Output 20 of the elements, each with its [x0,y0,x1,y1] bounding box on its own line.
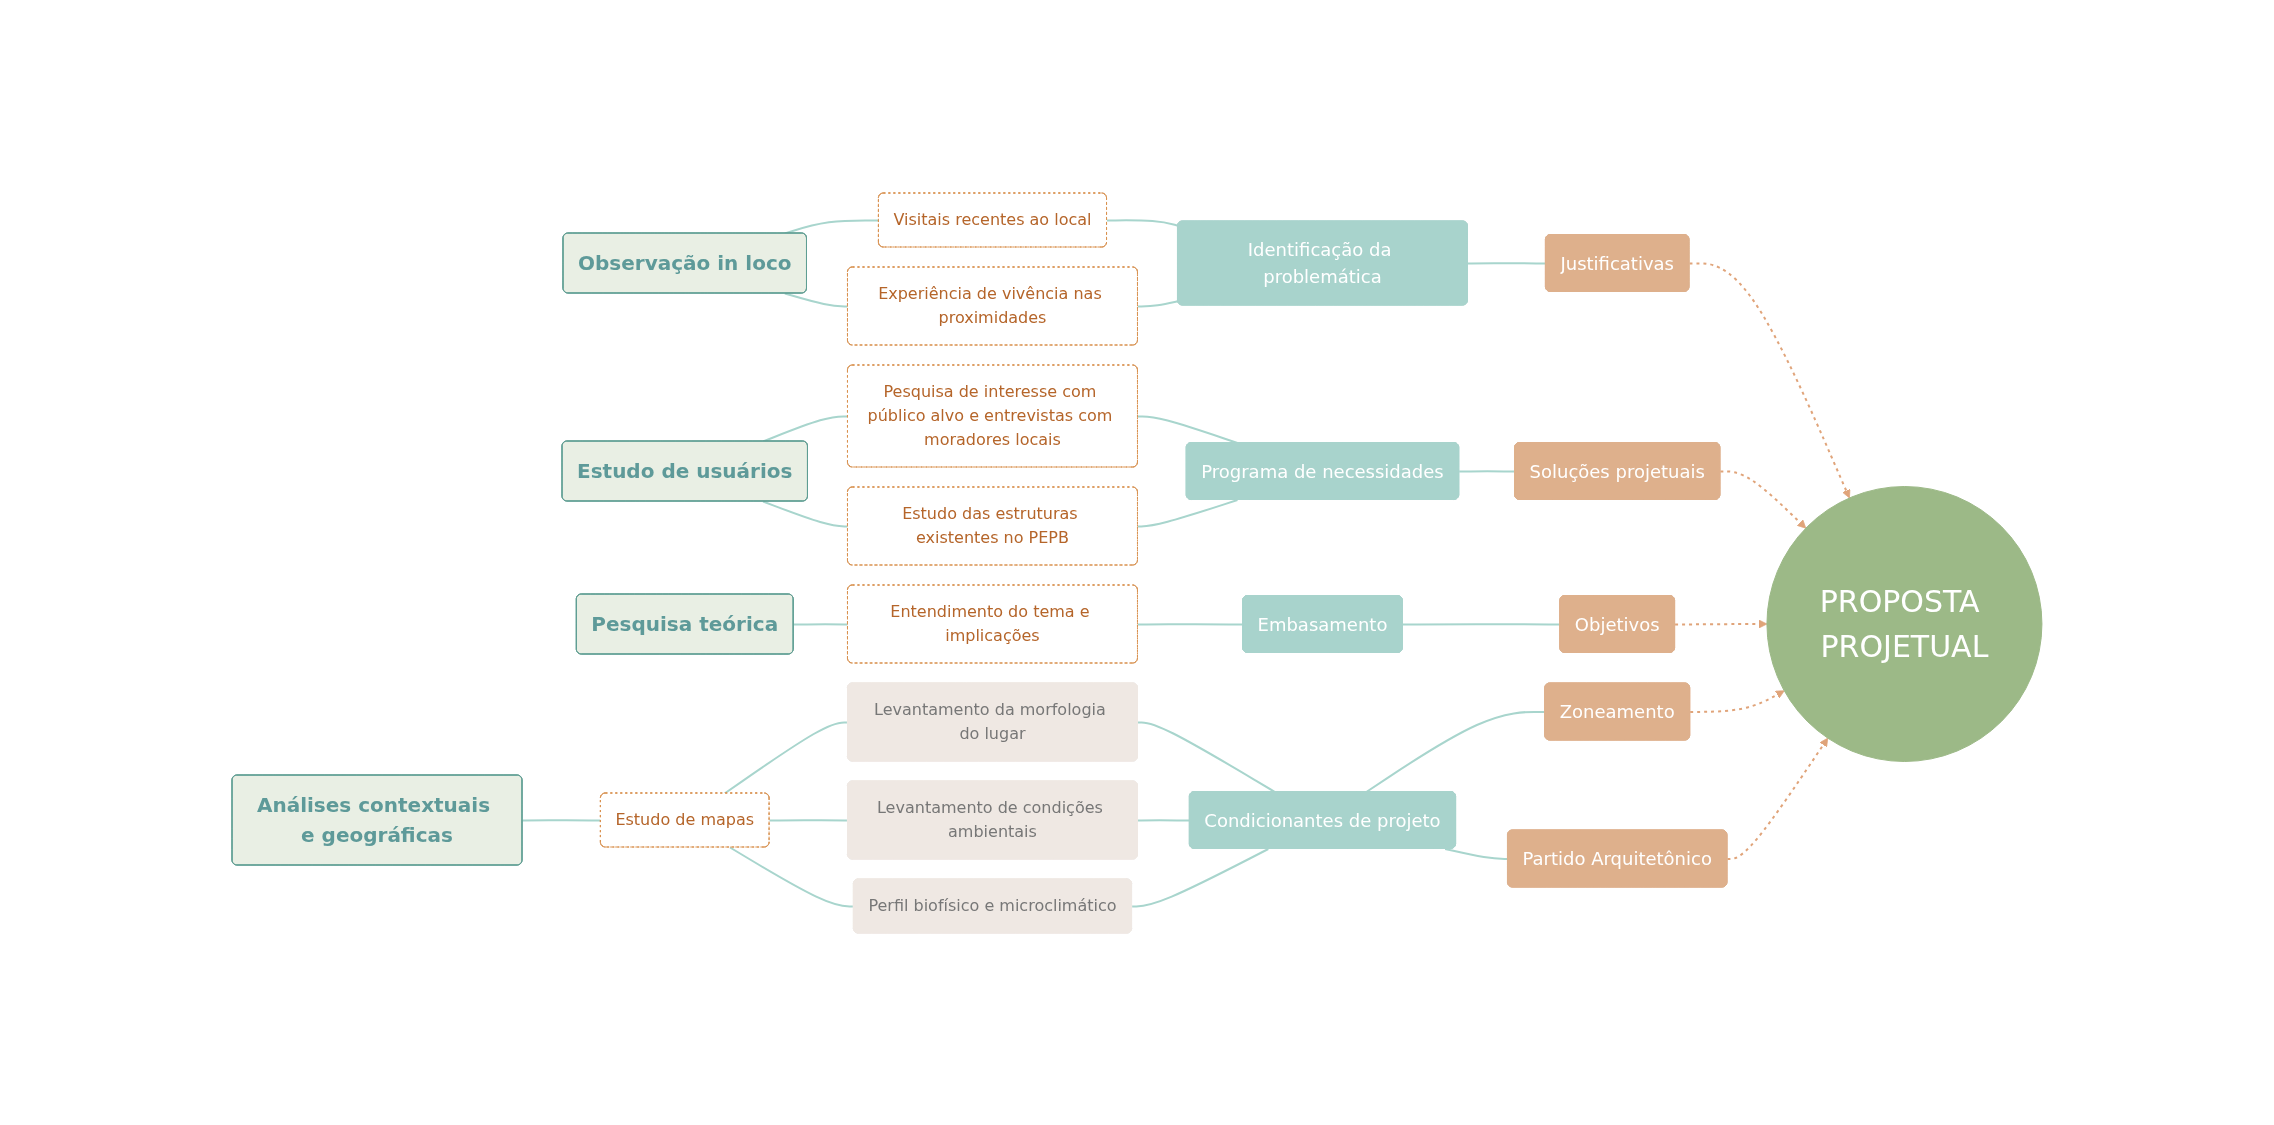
connector [768,818,849,821]
arrow [1688,261,1851,498]
connector [1137,720,1276,793]
connector [1137,498,1239,527]
arrow [1674,619,1768,628]
connector [1467,261,1547,264]
connector [1131,847,1270,907]
connector [792,622,849,625]
arrow [1726,737,1829,860]
node-circle: PROPOSTA PROJETUAL [1766,485,2043,762]
arrow [1689,689,1785,713]
arrow [1719,469,1807,529]
connector [729,846,855,907]
connector [1444,847,1509,860]
connector [521,818,602,821]
connector [762,500,849,527]
connector [1137,818,1191,821]
connector [783,292,849,307]
connector [1137,299,1180,307]
connector [723,720,849,794]
